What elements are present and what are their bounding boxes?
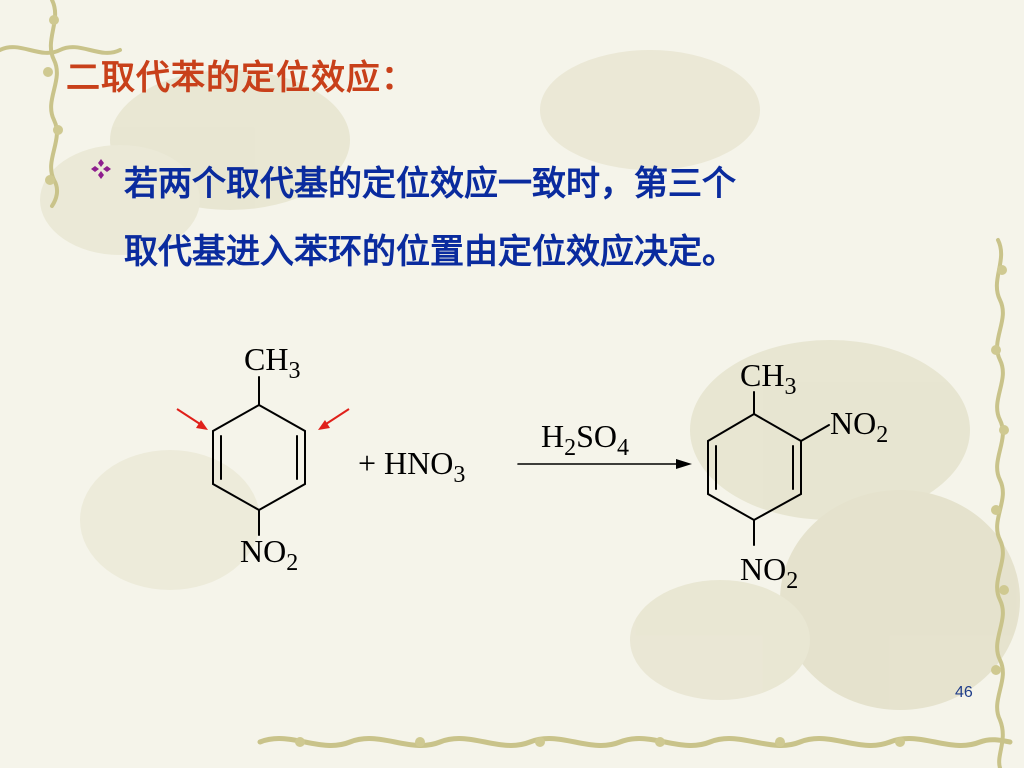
reagent-label: +HNO3 xyxy=(358,445,465,488)
product-side-group: NO2 xyxy=(830,405,888,448)
reactant-top-group: CH3 xyxy=(244,341,300,384)
reactant-bottom-group: NO2 xyxy=(240,533,298,576)
body-text: 若两个取代基的定位效应一致时，第三个 取代基进入苯环的位置由定位效应决定。 xyxy=(124,150,964,286)
left-position-arrow-icon xyxy=(176,408,208,430)
body-line-1: 若两个取代基的定位效应一致时，第三个 xyxy=(124,164,736,204)
product-bottom-group: NO2 xyxy=(740,551,798,594)
page-number: 46 xyxy=(955,684,973,701)
right-position-arrow-icon xyxy=(318,408,350,430)
slide-title: 二取代苯的定位效应： xyxy=(66,58,416,98)
product-top-group: CH3 xyxy=(740,357,796,400)
catalyst-label: H2SO4 xyxy=(541,418,629,461)
body-line-2: 取代基进入苯环的位置由定位效应决定。 xyxy=(124,232,736,272)
reaction-arrowhead-icon xyxy=(676,459,692,469)
product-benzene-ring xyxy=(707,391,830,546)
red-position-arrows xyxy=(176,408,350,430)
bullet-diamond-icon xyxy=(91,159,111,179)
reactant-benzene-ring xyxy=(212,376,306,536)
